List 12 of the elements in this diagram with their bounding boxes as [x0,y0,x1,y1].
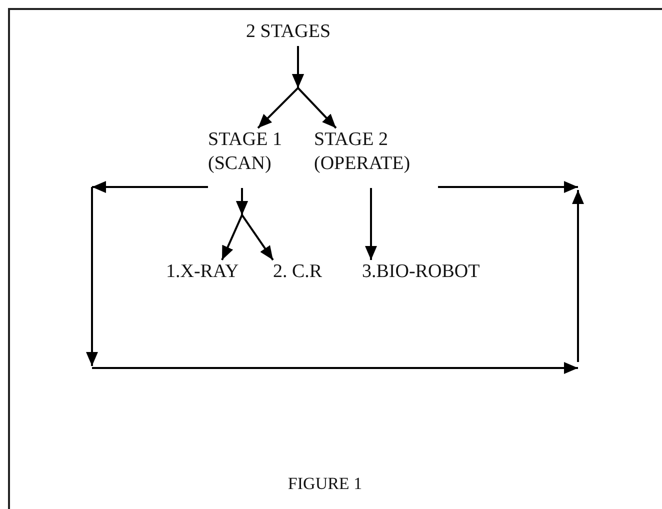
node-label: 3.BIO-ROBOT [362,260,481,284]
node-label: STAGE 1 (SCAN) [208,128,283,176]
arrow [438,181,578,193]
figure-caption: FIGURE 1 [286,474,364,494]
node-label: 1.X-RAY [166,260,240,284]
arrow [92,181,208,193]
node-label: STAGE 2 (OPERATE) [314,128,412,176]
arrow [236,187,274,261]
arrow [365,188,377,260]
node-label: 2 STAGES [246,20,332,44]
arrow [292,45,337,129]
node-label: 2. C.R [273,260,324,284]
